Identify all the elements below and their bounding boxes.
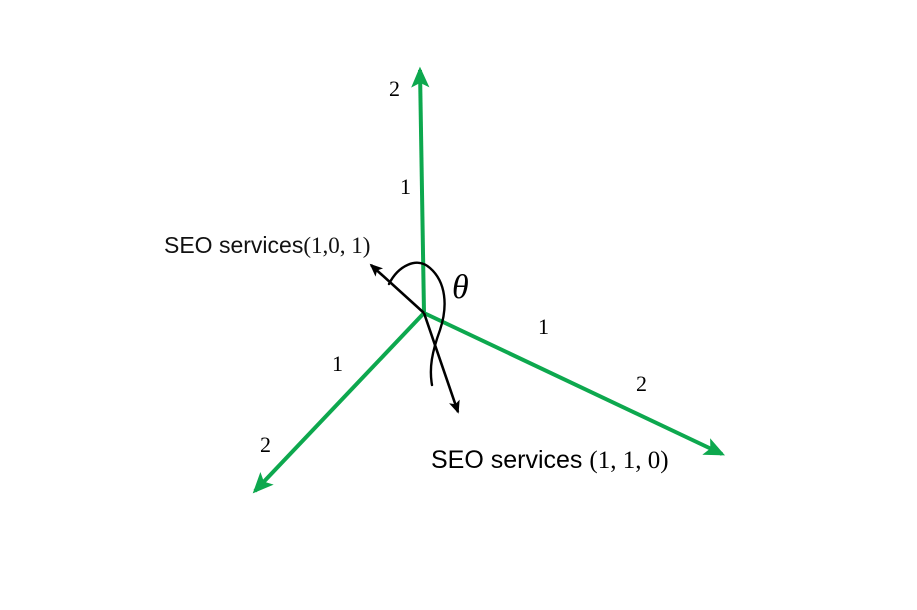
tick-vertical-2: 2	[389, 76, 400, 101]
vector-labels: SEO services(1,0, 1) SEO services (1, 1,…	[164, 232, 669, 474]
tick-vertical-1: 1	[400, 174, 411, 199]
vector-lower-right-arrow	[422, 312, 460, 414]
vectors-group	[369, 263, 460, 414]
theta-arc	[387, 261, 446, 387]
vector-lower-right-label: SEO services (1, 1, 0)	[431, 446, 669, 474]
axis-tick-labels: 1 2 1 2 1 2	[260, 76, 647, 457]
axis-left	[252, 311, 426, 494]
vector-lower-right-label-text: SEO services	[431, 446, 589, 474]
tick-right-1: 1	[538, 314, 549, 339]
theta-symbol: θ	[452, 269, 469, 306]
axis-right	[423, 311, 726, 456]
vector-upper-left-arrow	[369, 263, 425, 314]
vector-upper-left-label-coords: (1,0, 1)	[303, 233, 370, 258]
vector-upper-left-label-text: SEO services	[164, 232, 303, 258]
tick-left-2: 2	[260, 432, 271, 457]
tick-right-2: 2	[636, 371, 647, 396]
vector-upper-left-label: SEO services(1,0, 1)	[164, 232, 370, 258]
vector-lower-right-label-coords: (1, 1, 0)	[589, 447, 668, 474]
tick-left-1: 1	[332, 351, 343, 376]
axes-group	[252, 66, 726, 494]
axis-vertical	[411, 66, 430, 314]
